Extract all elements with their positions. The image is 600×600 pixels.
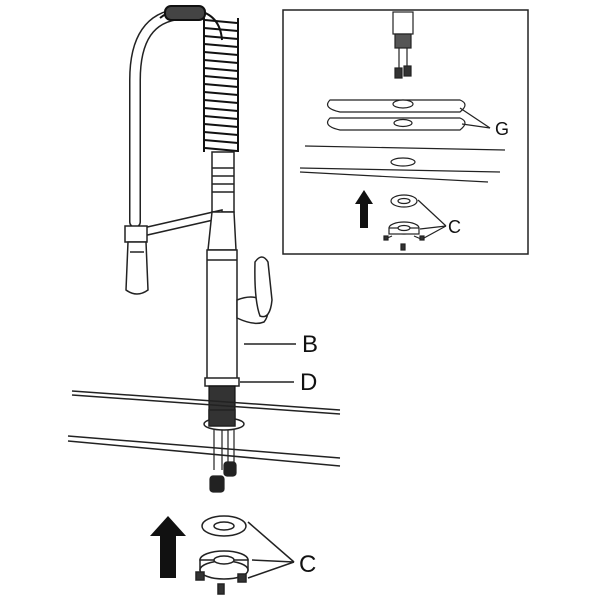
inset-deck-plate-detail: G C — [282, 9, 529, 255]
faucet-handle — [236, 256, 273, 325]
inset-deck-plate-top — [327, 99, 466, 113]
main-washer — [201, 515, 247, 537]
inset-mounting-nut — [383, 221, 425, 251]
faucet-body — [206, 211, 238, 381]
label-g-leader — [459, 107, 491, 129]
label-c-inset-leader — [417, 199, 447, 239]
label-b: B — [302, 331, 318, 358]
inset-countertop — [299, 145, 506, 183]
faucet-spring-collar — [211, 151, 235, 213]
faucet-coil-spring — [159, 5, 239, 152]
main-mounting-nut — [195, 550, 249, 595]
label-g: G — [495, 119, 509, 139]
inset-deck-plate-bottom — [327, 117, 466, 131]
label-c-main: C — [299, 551, 316, 578]
label-c-main-leader — [247, 521, 295, 579]
faucet-sprayer-head — [125, 241, 149, 295]
inset-up-arrow — [355, 190, 373, 228]
faucet-base-ring — [204, 377, 240, 387]
faucet — [124, 5, 273, 493]
countertop — [67, 390, 341, 467]
inset-washer — [390, 194, 418, 208]
label-c-inset: C — [448, 217, 461, 237]
inset-faucet-shank — [392, 11, 414, 79]
label-d: D — [300, 369, 317, 396]
main-up-arrow — [150, 516, 186, 578]
